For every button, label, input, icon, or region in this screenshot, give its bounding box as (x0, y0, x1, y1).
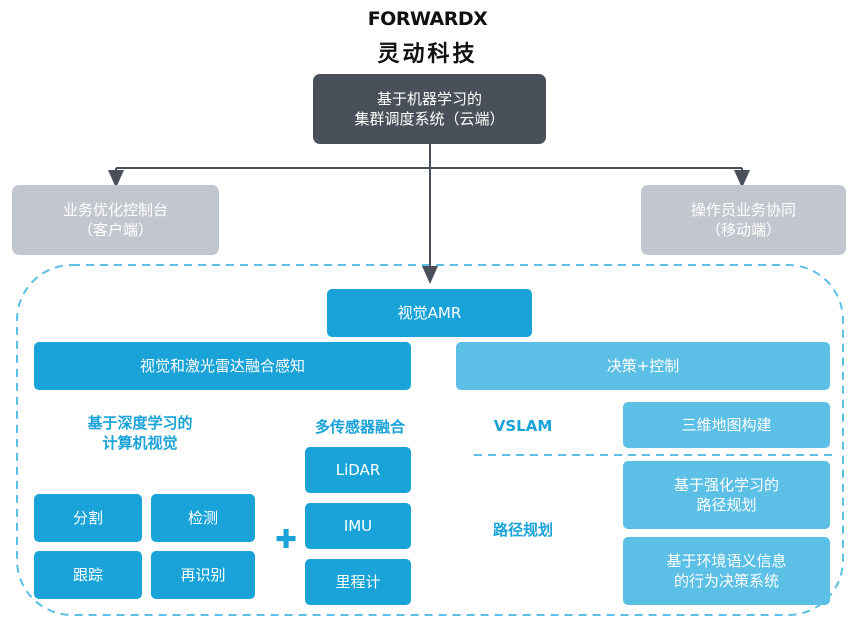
semantic-decision-box: 基于环境语义信息 的行为决策系统 (623, 537, 830, 605)
decision-header: 决策+控制 (456, 342, 830, 390)
cv-title: 基于深度学习的 计算机视觉 (87, 414, 193, 453)
rl-path-planning-box: 基于强化学习的 路径规划 (623, 461, 830, 529)
fusion-item-imu: IMU (305, 503, 411, 549)
mobile-collab-box: 操作员业务协同 （移动端） (641, 185, 846, 255)
path-planning-label: 路径规划 (492, 521, 553, 539)
plus-icon: ✚ (275, 525, 297, 555)
brand-logo-cn: 灵动科技 (377, 42, 478, 67)
cv-item-detection: 检测 (151, 494, 255, 542)
cv-item-reid: 再识别 (151, 551, 255, 599)
fusion-item-lidar: LiDAR (305, 447, 411, 493)
vslam-label: VSLAM (493, 417, 553, 435)
brand-logo-en: FORWARDX (367, 8, 488, 30)
arrows (108, 143, 750, 284)
visual-amr-box: 视觉AMR (327, 289, 532, 337)
cv-item-tracking: 跟踪 (34, 551, 142, 599)
fusion-title: 多传感器融合 (314, 418, 405, 436)
cloud-scheduling-box: 基于机器学习的 集群调度系统（云端） (313, 74, 546, 144)
cv-item-segmentation: 分割 (34, 494, 142, 542)
vslam-3d-map-box: 三维地图构建 (623, 402, 830, 448)
fusion-item-odometry: 里程计 (305, 559, 411, 605)
client-console-box: 业务优化控制台 （客户端） (12, 185, 219, 255)
perception-header: 视觉和激光雷达融合感知 (34, 342, 411, 390)
